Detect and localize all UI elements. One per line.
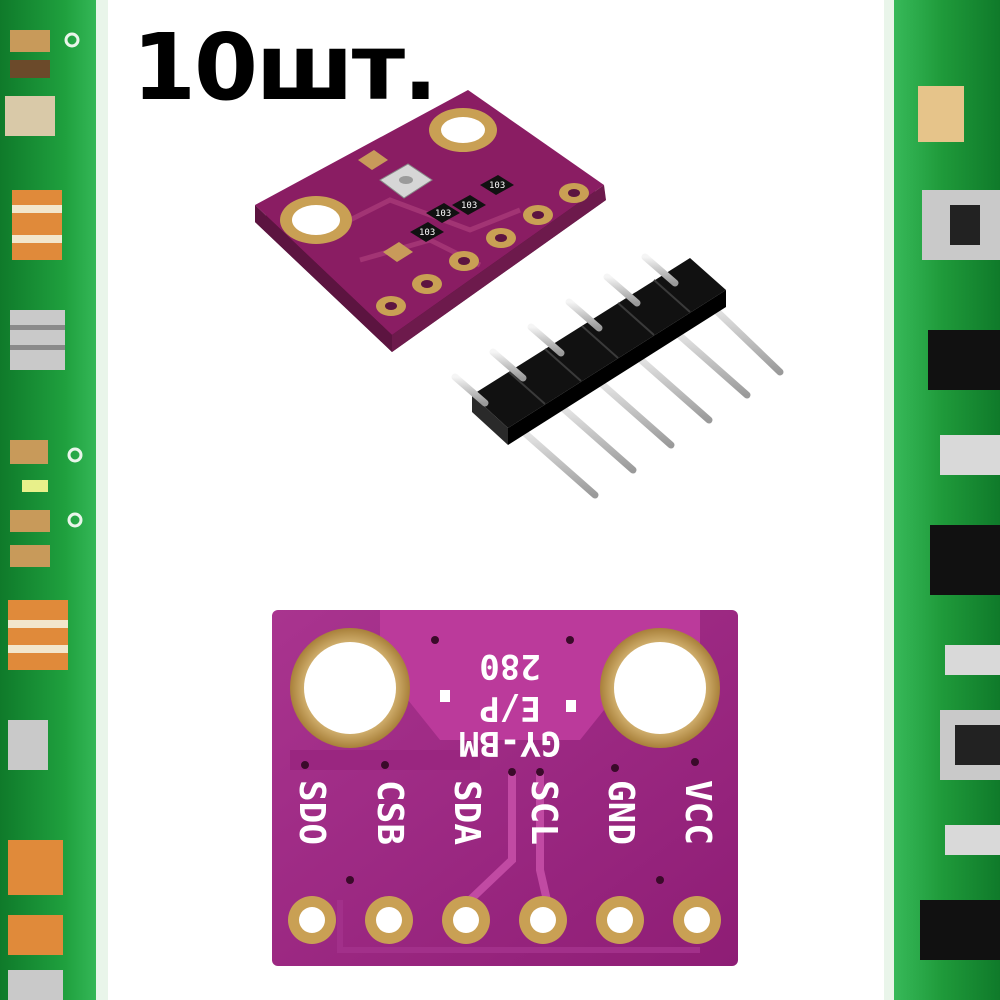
- pin-label-csb: CSB: [369, 780, 410, 845]
- sensor-board-front: 103 103 103 103: [255, 90, 606, 352]
- back-pin-pads: [288, 896, 721, 944]
- model-label-line1: GY-BM: [459, 723, 561, 763]
- front-resistors: 103 103 103 103: [410, 175, 514, 242]
- resistor-mark: 103: [419, 228, 435, 238]
- model-label-line3: 280: [479, 646, 540, 686]
- resistor-mark: 103: [435, 209, 451, 219]
- model-label-line2: E/P: [479, 688, 540, 728]
- pin-label-sdo: SDO: [291, 780, 332, 845]
- right-pcb-strip: [884, 0, 1000, 1000]
- front-pin-pads: [376, 183, 589, 316]
- resistor-mark: 103: [489, 181, 505, 191]
- sensor-board-back: GY-BM E/P 280 SDO CSB SDA SCL GND VCC: [272, 610, 738, 966]
- pin-label-vcc: VCC: [677, 780, 718, 845]
- resistor-mark: 103: [461, 201, 477, 211]
- pin-label-scl: SCL: [523, 780, 564, 845]
- pin-label-sda: SDA: [446, 780, 487, 845]
- pin-label-gnd: GND: [600, 780, 641, 845]
- quantity-label: 10шт.: [132, 14, 438, 121]
- left-pcb-strip: [0, 0, 108, 1000]
- pin-header: [451, 253, 784, 499]
- pin-labels: SDO CSB SDA SCL GND VCC: [291, 780, 718, 845]
